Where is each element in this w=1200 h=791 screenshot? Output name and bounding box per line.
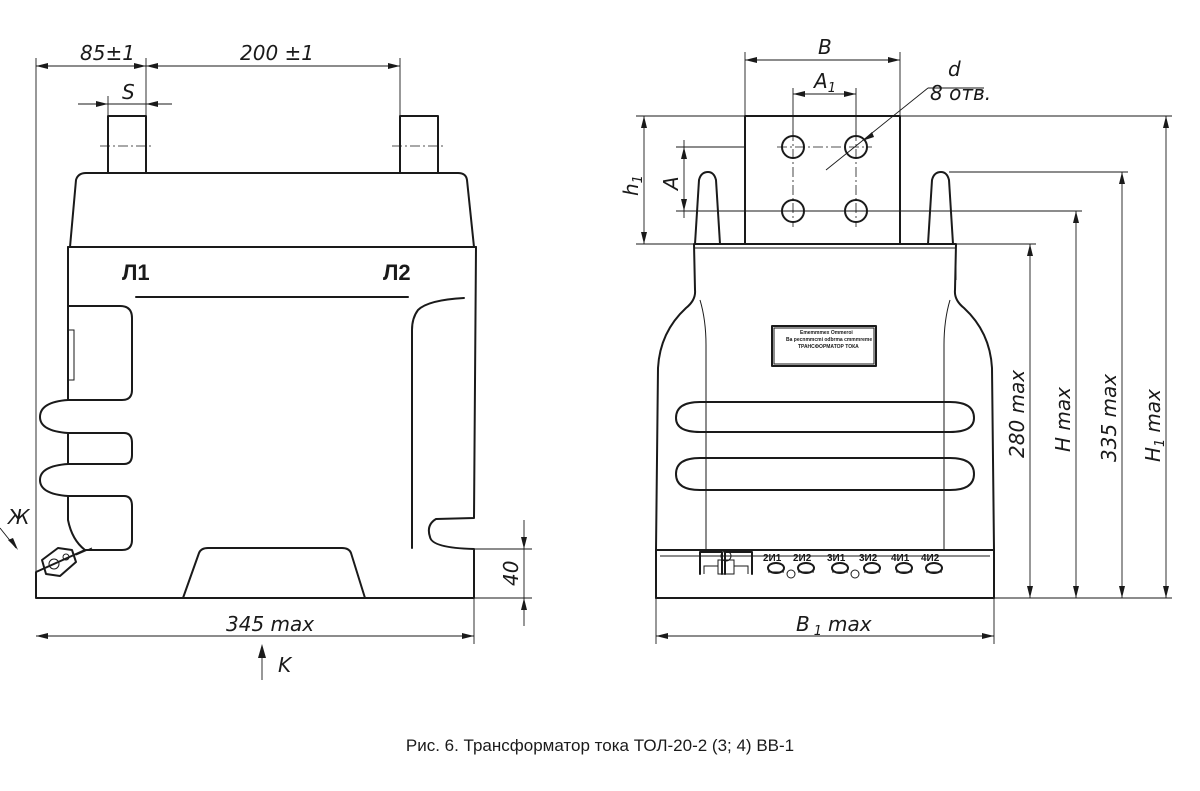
secondary-terminal-stud: [767, 562, 785, 574]
terminal-label-l2: Л2: [383, 260, 411, 285]
side-body: [655, 243, 995, 599]
secondary-terminals: 2И1 2И2 3И1 3И2 4И1 4И2: [763, 553, 943, 579]
primary-terminal-left: [107, 115, 147, 174]
secondary-terminal-label: 3И1: [827, 553, 846, 564]
nameplate-line-1: Ememmmex Ommeroi: [800, 330, 853, 336]
grounding-terminal: [699, 550, 753, 575]
figure-caption: Рис. 6. Трансформатор тока ТОЛ-20-2 (3; …: [405, 736, 795, 755]
view-label-zh: Ж: [6, 505, 31, 529]
dim-hh1: H1max: [1141, 389, 1168, 462]
secondary-terminal-stud: [895, 562, 913, 574]
left-horn: [694, 171, 721, 245]
dim-d: d: [948, 57, 961, 81]
dim-h: H max: [1051, 387, 1075, 452]
secondary-terminal-label: 3И2: [859, 553, 878, 564]
main-body: [35, 246, 477, 599]
dim-a1: A1: [812, 69, 836, 96]
holes-note: 8 отв.: [930, 81, 991, 105]
dim-335: 335 max: [1097, 374, 1121, 462]
secondary-terminal-stud: [863, 562, 881, 574]
dim-345: 345 max: [226, 612, 314, 636]
secondary-terminal-label: 2И1: [763, 553, 782, 564]
dim-h1: h1: [619, 175, 646, 196]
view-label-k: K: [278, 653, 293, 677]
secondary-terminal-stud: [925, 562, 943, 574]
primary-terminal-right: [399, 115, 439, 174]
screw-head: [850, 569, 860, 579]
secondary-terminal-stud: [797, 562, 815, 574]
bus-bar: [744, 115, 901, 245]
secondary-terminal-label: 2И2: [793, 553, 812, 564]
base-recess: [182, 547, 366, 599]
dim-200: 200 ±1: [240, 41, 314, 65]
dim-280: 280 max: [1005, 370, 1029, 458]
grounding-clamp: [41, 547, 93, 577]
front-view: Л1 Л2 85±1 200 ±1 S 345 max: [0, 41, 532, 680]
dim-a: A: [659, 176, 683, 192]
dim-40: 40: [499, 561, 523, 586]
top-cap: [69, 172, 475, 248]
nameplate-line-2: Ba pecnmmcmi odbrma cmmmreme: [786, 337, 872, 343]
screw-head: [786, 569, 796, 579]
side-view: Ememmmex Ommeroi Ba pecnmmcmi odbrma cmm…: [619, 35, 1172, 644]
secondary-terminal-label: 4И1: [891, 553, 910, 564]
dim-b: B: [818, 35, 832, 59]
nameplate: [771, 325, 877, 367]
nameplate-line-3: ТРАНСФОРМАТОР ТОКА: [798, 344, 859, 350]
right-horn: [927, 171, 954, 245]
dim-85: 85±1: [80, 41, 135, 65]
secondary-terminal-stud: [831, 562, 849, 574]
secondary-terminal-label: 4И2: [921, 553, 940, 564]
terminal-label-l1: Л1: [122, 260, 150, 285]
dim-s: S: [122, 80, 135, 104]
